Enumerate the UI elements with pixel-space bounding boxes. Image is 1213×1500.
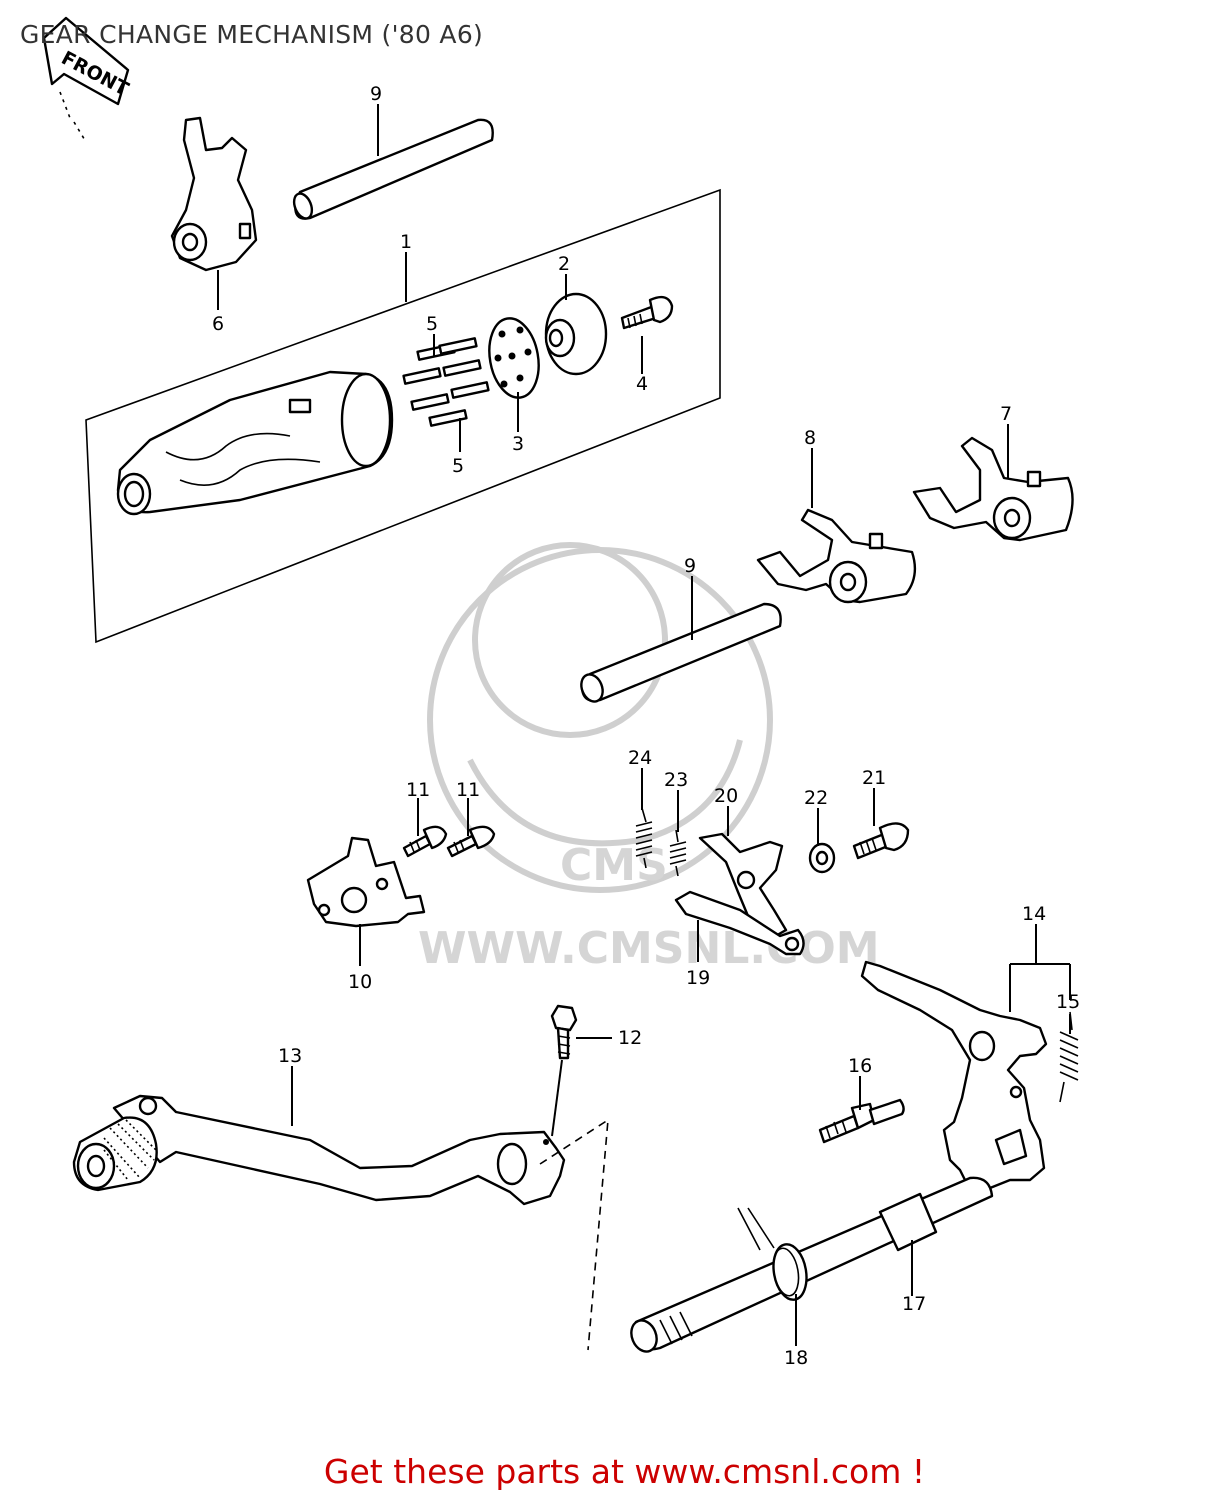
pin-plate-3 xyxy=(488,317,540,399)
callout-7: 7 xyxy=(1000,403,1012,425)
callout-11-right: 11 xyxy=(456,779,480,801)
callout-13: 13 xyxy=(278,1045,302,1067)
shift-shaft-assembly-14 xyxy=(860,960,1048,1192)
callout-6: 6 xyxy=(212,313,224,335)
pin-bolt-16 xyxy=(818,1098,905,1144)
shift-fork-6 xyxy=(170,116,258,272)
leader-lines xyxy=(217,104,1071,1346)
watermark-logo-text: CMS xyxy=(560,840,668,891)
callout-23: 23 xyxy=(664,769,688,791)
bolt-12 xyxy=(550,1004,578,1060)
callout-9-top: 9 xyxy=(370,83,382,105)
shift-drum-1 xyxy=(116,370,394,516)
shift-rod-9-top xyxy=(292,118,494,220)
bolt-4 xyxy=(620,295,674,330)
callout-1: 1 xyxy=(400,231,412,253)
screw-11-left xyxy=(402,825,448,858)
shift-drum-pins-5 xyxy=(402,337,490,427)
spring-24 xyxy=(635,807,653,869)
washer-22 xyxy=(808,842,836,874)
callout-2: 2 xyxy=(558,253,570,275)
callout-20: 20 xyxy=(714,785,738,807)
callout-19: 19 xyxy=(686,967,710,989)
bolt-21 xyxy=(852,822,910,860)
screw-11-right xyxy=(446,825,496,858)
callout-15: 15 xyxy=(1056,991,1080,1013)
callout-17: 17 xyxy=(902,1293,926,1315)
shift-fork-8 xyxy=(756,508,917,604)
callout-9-lower: 9 xyxy=(684,555,696,577)
watermark-url: WWW.CMSNL.COM xyxy=(418,923,880,974)
shift-fork-7 xyxy=(912,436,1074,542)
arm-20 xyxy=(698,832,788,940)
callout-labels: 9 1 2 5 4 6 3 5 8 7 9 24 23 20 22 21 11 … xyxy=(212,83,1080,1369)
callout-5-bottom: 5 xyxy=(452,455,464,477)
cta-link[interactable]: Get these parts at www.cmsnl.com ! xyxy=(0,1452,1213,1491)
callout-12: 12 xyxy=(618,1027,642,1049)
callout-18: 18 xyxy=(784,1347,808,1369)
arm-19 xyxy=(674,890,805,956)
callout-4: 4 xyxy=(636,373,648,395)
callout-22: 22 xyxy=(804,787,828,809)
cta-text[interactable]: Get these parts at www.cmsnl.com ! xyxy=(323,1452,926,1491)
shift-shaft-17 xyxy=(630,1176,994,1353)
callout-3: 3 xyxy=(512,433,524,455)
spring-18 xyxy=(737,1207,808,1301)
shift-rod-9-lower xyxy=(580,602,782,703)
callout-24: 24 xyxy=(628,747,652,769)
callout-16: 16 xyxy=(848,1055,872,1077)
assembly-outline xyxy=(85,188,721,644)
callout-21: 21 xyxy=(862,767,886,789)
page-title: GEAR CHANGE MECHANISM ('80 A6) xyxy=(20,20,484,49)
cam-2 xyxy=(544,292,608,376)
callout-14: 14 xyxy=(1022,903,1046,925)
stopper-plate-10 xyxy=(306,836,426,928)
callout-5-top: 5 xyxy=(426,313,438,335)
callout-8: 8 xyxy=(804,427,816,449)
spring-23 xyxy=(669,829,687,877)
callout-11-left: 11 xyxy=(406,779,430,801)
shift-pedal-13 xyxy=(72,1094,566,1206)
callout-10: 10 xyxy=(348,971,372,993)
